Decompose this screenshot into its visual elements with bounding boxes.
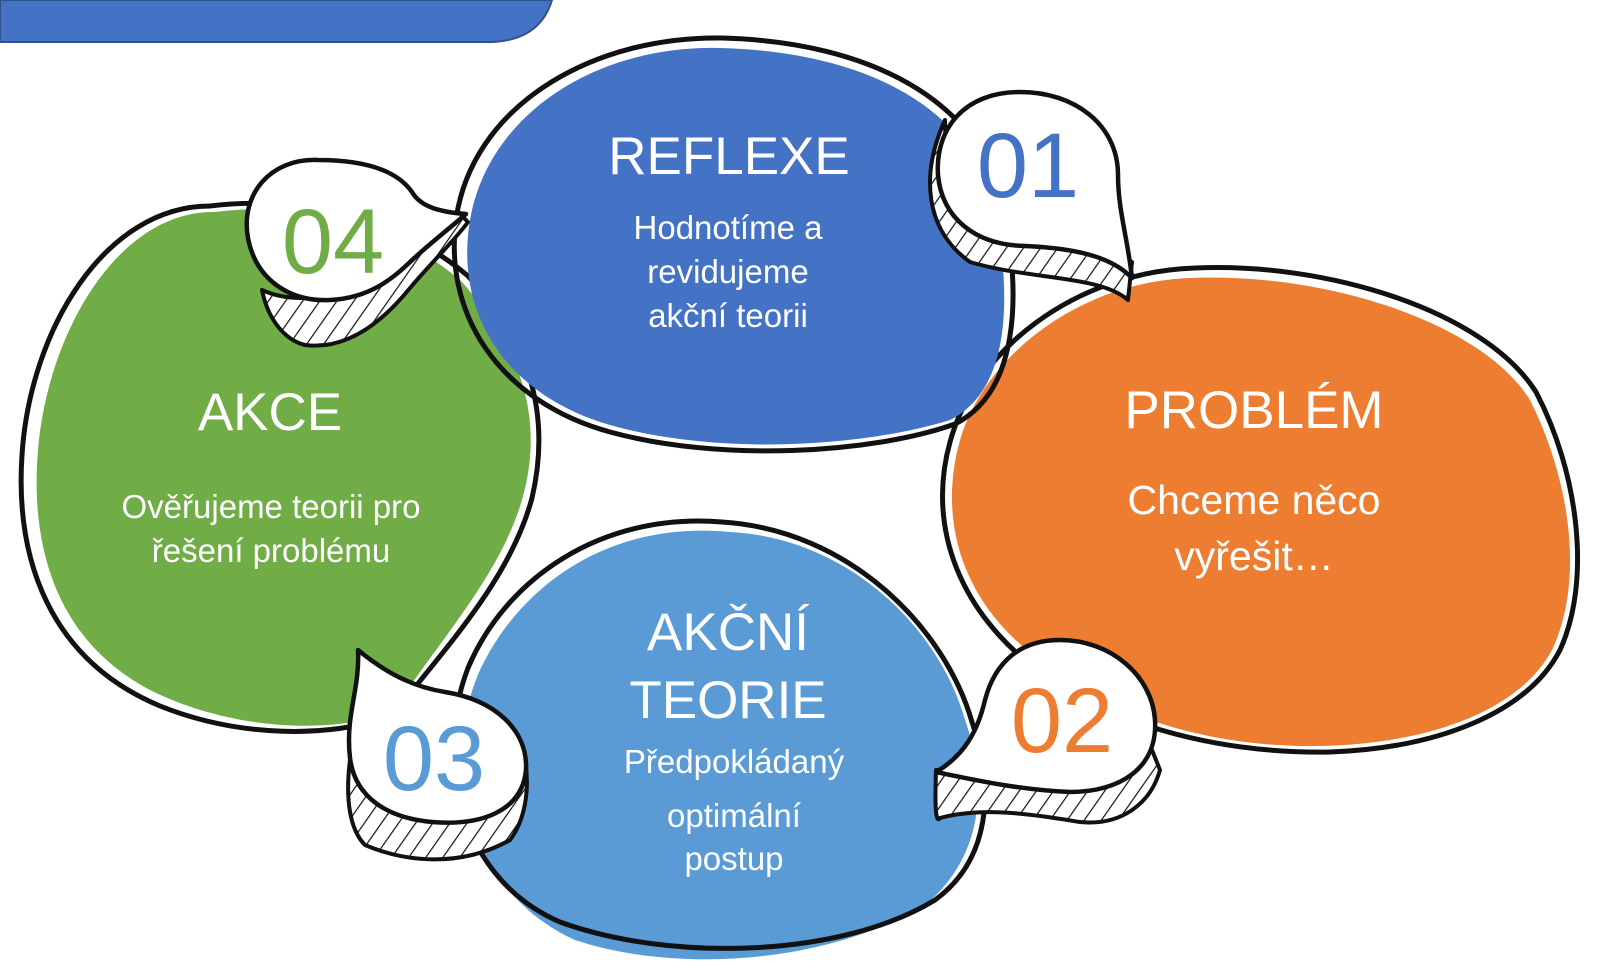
bubble-04 [244,157,470,348]
akce-desc-line-1: Ověřujeme teorii pro [122,488,421,525]
step-number-01: 01 [977,115,1079,217]
problem-desc-line-1: Chceme něco [1128,477,1381,523]
step-number-02: 02 [1011,670,1113,772]
problem-blob [940,265,1580,755]
bubble-03 [346,647,529,862]
teorie-desc-line-3: postup [684,840,783,877]
teorie-desc-line-1: Předpokládaný [624,743,845,780]
bubble-01 [928,89,1135,302]
step-number-03: 03 [383,708,485,810]
reflexe-desc-line-2: revidujeme [647,253,808,290]
teorie-title-line-1: AKČNÍ [647,603,809,662]
problem-title: PROBLÉM [1124,381,1383,440]
akce-desc-line-2: řešení problému [152,532,390,569]
teorie-desc-line-2: optimální [667,797,801,834]
teorie-title-line-2: TEORIE [629,671,826,730]
reflexe-desc-line-1: Hodnotíme a [634,209,824,246]
teorie-blob [450,518,988,960]
reflexe-title: REFLEXE [608,127,850,186]
problem-desc-line-2: vyřešit… [1174,533,1333,579]
reflexe-desc-line-3: akční teorii [648,297,808,334]
header-bar [0,0,554,43]
bubble-02 [933,637,1162,825]
step-number-04: 04 [282,191,384,293]
akce-title: AKCE [198,383,342,442]
